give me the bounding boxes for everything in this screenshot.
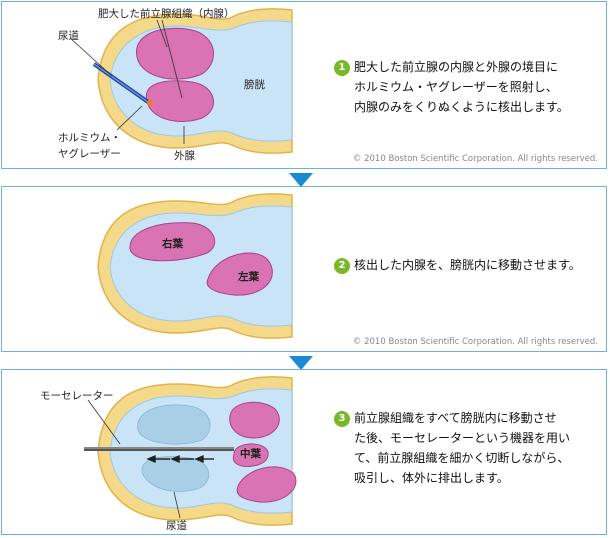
down-arrow-icon: [289, 356, 313, 370]
step3-illustration: [84, 376, 297, 526]
enlarged-lobe-upper: [136, 27, 214, 80]
label-right-lobe: 右葉: [162, 238, 183, 250]
left-lobe: [206, 252, 273, 296]
down-arrow-icon: [289, 173, 313, 187]
step2-illustration: [97, 193, 293, 339]
label-outer-gland: 外腺: [174, 150, 195, 162]
resected-tissue-upper: [229, 401, 280, 439]
step-number-badge: 1: [334, 60, 350, 76]
step1-illustration: [69, 8, 293, 154]
right-lobe: [129, 222, 216, 262]
step-number-badge: 3: [334, 411, 350, 427]
label-bladder: 膀胱: [244, 79, 265, 91]
copyright: © 2010 Boston Scientific Corporation. Al…: [352, 154, 598, 164]
suction-arrows-icon: [146, 454, 214, 464]
label-urethra: 尿道: [58, 30, 79, 42]
label-morcellator: モーセレーター: [40, 390, 114, 402]
step-number-badge: 2: [334, 258, 350, 274]
laser-tip: [147, 100, 153, 106]
resected-tissue-lower: [236, 466, 297, 503]
prostate-cavity-upper: [137, 404, 211, 445]
label-middle-lobe: 中葉: [240, 448, 261, 460]
middle-lobe: [232, 443, 269, 467]
label-left-lobe: 左葉: [238, 271, 259, 283]
label-laser-line2: ヤグレーザー: [58, 148, 121, 160]
copyright: © 2010 Boston Scientific Corporation. Al…: [352, 337, 598, 347]
label-urethra: 尿道: [166, 520, 187, 532]
enlarged-lobe-lower: [145, 80, 214, 122]
label-laser-line1: ホルミウム・: [58, 132, 121, 144]
label-enlarged-tissue: 肥大した前立腺組織（内腺）: [98, 8, 235, 20]
